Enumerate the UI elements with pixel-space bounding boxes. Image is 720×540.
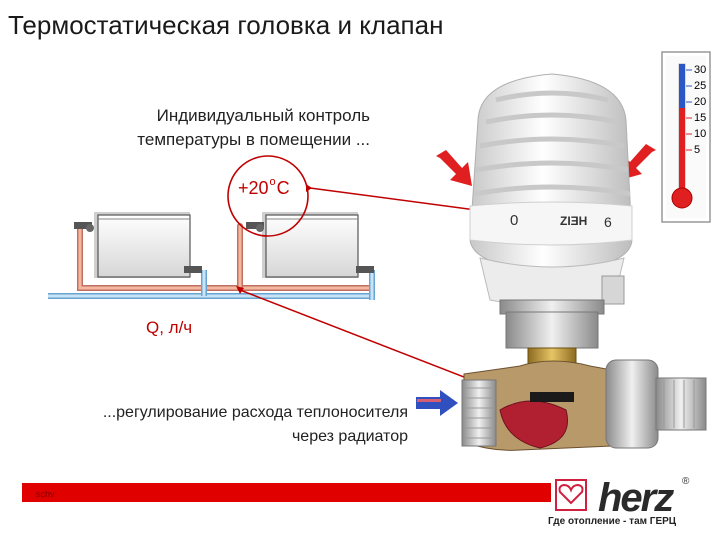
thermometer-tick-label: 15 [694,112,707,124]
thermometer-tick-label: 30 [694,64,707,76]
setpoint-unit: C [276,178,290,198]
flow-arrow-icon [416,390,458,416]
head-scale-zero: 0 [510,212,519,229]
flow-label: Q, л/ч [146,318,193,337]
thermometer-tick-label: 20 [694,96,707,108]
supply-pipe [77,223,375,291]
brand-logo-text: herz [598,476,674,520]
regulation-line-1: ...регулирование расхода теплоносителя [102,404,408,421]
degree-sign: o [269,176,276,188]
brand-tagline: Где отопление - там ГЕРЦ [548,516,677,527]
valve-icon-left [74,222,202,273]
head-scale-number: 6 [604,214,612,230]
valve-icon-right [246,222,374,273]
valve-body [461,299,707,451]
setpoint-value: +20 [238,178,269,198]
herz-heart-logo-icon [555,479,587,511]
head-scale-brand: ZIƎH [560,214,588,228]
thermostatic-head [469,73,633,307]
author-label: schv [36,489,55,499]
thermometer-tick-label: 10 [694,128,707,140]
setpoint-label: +20oC [238,176,290,199]
intro-line-1: Индивидуальный контроль [156,106,370,125]
radiator-right [262,212,359,278]
thermometer-tick-label: 25 [694,80,707,92]
registered-mark: ® [682,476,690,487]
return-pipe [48,270,375,300]
page-title: Термостатическая головка и клапан [8,10,444,40]
thermometer-scale: 30 25 20 15 10 5 [694,62,706,158]
radiator-left [94,212,191,278]
intro-line-2: температуры в помещении ... [137,130,370,149]
regulation-line-2: через радиатор [291,428,408,445]
footer-red-bar [22,483,551,502]
regulation-text: ...регулирование расхода теплоносителя ч… [18,401,408,449]
setpoint-highlight-circle [227,155,309,237]
intro-text: Индивидуальный контроль температуры в по… [60,104,370,152]
thermometer-tick-label: 5 [694,144,701,156]
thermometer [661,51,711,223]
